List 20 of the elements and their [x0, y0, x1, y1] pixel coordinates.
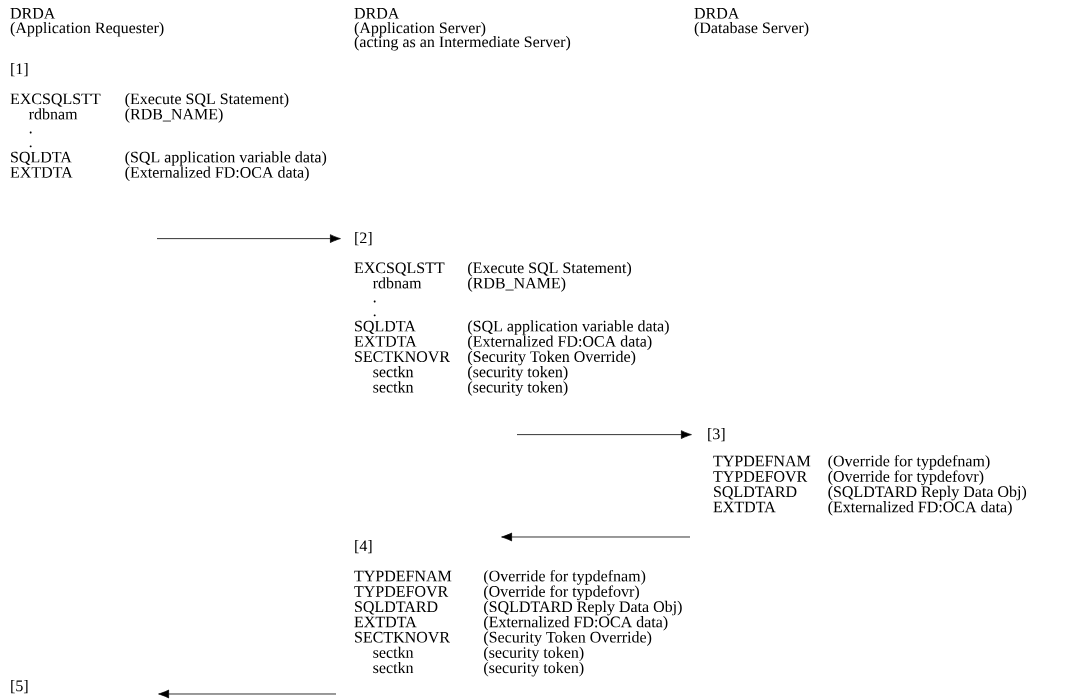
step-number: [4]: [355, 540, 372, 554]
column-heading: (acting as an Intermediate Server): [354, 36, 571, 51]
step-number: [2]: [355, 232, 372, 246]
arrow: [501, 532, 691, 542]
column-heading: (Database Server): [694, 22, 809, 37]
arrow: [516, 430, 692, 439]
message-list: EXCSQLSTT (Execute SQL Statement) rdbnam (RDB_NAME) . . SQLDTA (SQL application variable data) EXTDTA (Externalized FD:OCA data) SECTKNOVR (Security Token Override) sectkn (security token) sectkn (security token): [354, 262, 669, 396]
step-number: [3]: [708, 428, 725, 442]
column-heading: (Application Requester): [10, 22, 164, 37]
message-list: EXCSQLSTT (Execute SQL Statement) rdbnam (RDB_NAME) . . SQLDTA (SQL application variable data) EXTDTA (Externalized FD:OCA data): [10, 93, 327, 182]
step-number: [1]: [11, 63, 28, 77]
arrow: [158, 689, 337, 699]
step-number: [5]: [11, 680, 28, 694]
message-list: TYPDEFNAM (Override for typdefnam) TYPDEFOVR (Override for typdefovr) SQLDTARD (SQLDTARD Reply Data Obj) EXTDTA (Externalized FD:OCA data): [713, 455, 1027, 516]
column-heading: DRDA: [10, 8, 56, 19]
column-heading: (Application Server): [354, 22, 486, 37]
column-heading: DRDA: [694, 8, 740, 19]
column-heading: DRDA: [354, 8, 400, 19]
message-list: TYPDEFNAM (Override for typdefnam) TYPDEFOVR (Override for typdefovr) SQLDTARD (SQLDTARD Reply Data Obj) EXTDTA (Externalized FD:OCA data) SECTKNOVR (Security Token Override) sectkn (security token) sectkn (security token): [354, 570, 682, 677]
arrow: [156, 234, 341, 243]
